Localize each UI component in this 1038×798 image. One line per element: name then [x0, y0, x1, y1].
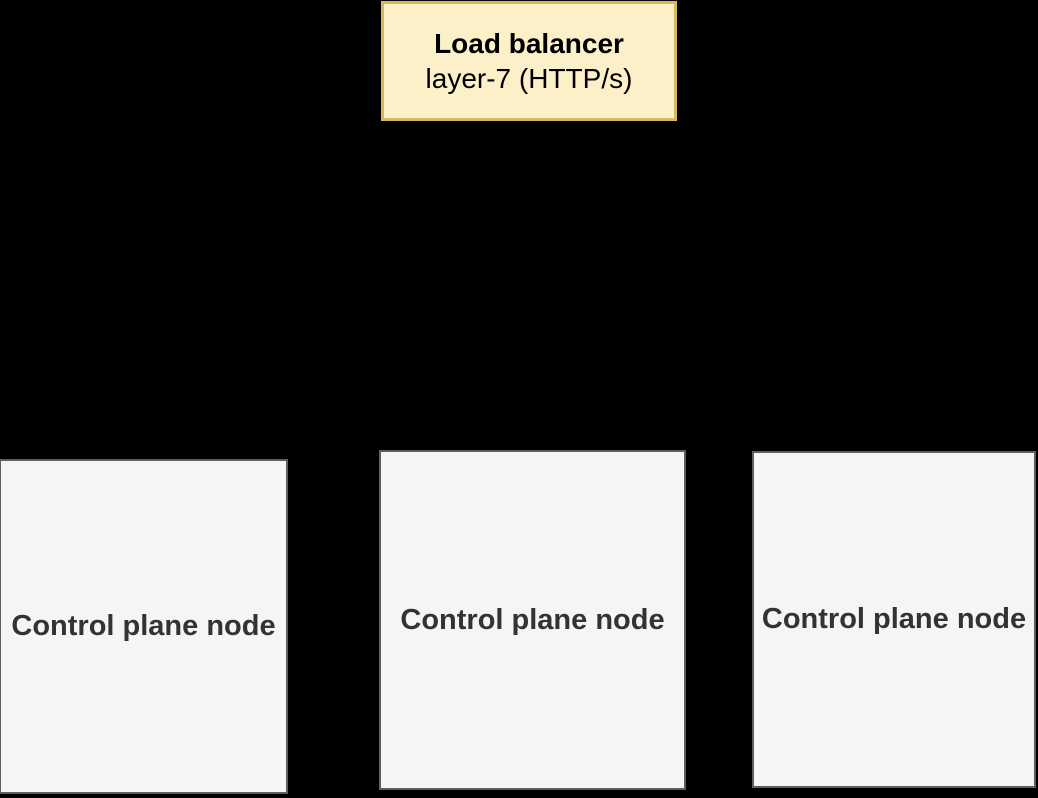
- control-plane-node-1: Control plane node: [0, 459, 288, 794]
- load-balancer-title: Load balancer: [434, 28, 624, 59]
- control-plane-node-2: Control plane node: [379, 450, 686, 790]
- control-plane-node-label: Control plane node: [400, 603, 665, 636]
- control-plane-node-label: Control plane node: [761, 603, 1027, 635]
- load-balancer-subtitle: layer-7 (HTTP/s): [425, 63, 633, 94]
- load-balancer-node: Load balancer layer-7 (HTTP/s): [381, 1, 677, 121]
- control-plane-node-label: Control plane node: [11, 610, 276, 642]
- control-plane-node-3: Control plane node: [752, 451, 1036, 788]
